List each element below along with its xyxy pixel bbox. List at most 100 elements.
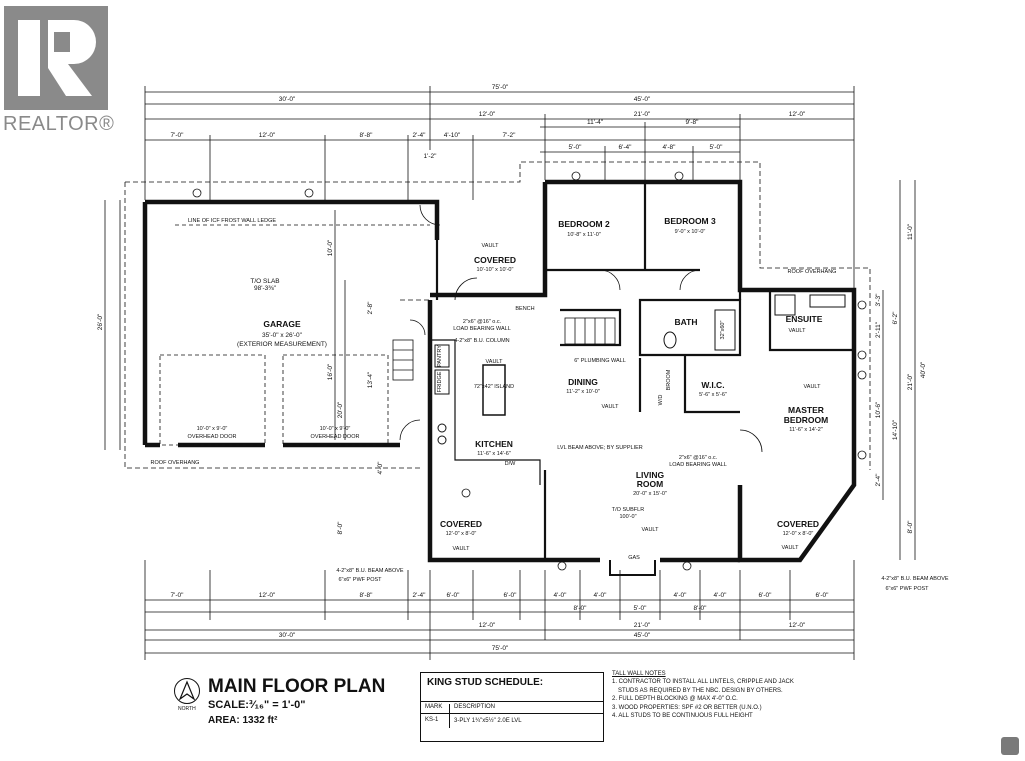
schedule-row-mark: KS-1 xyxy=(425,717,439,723)
plan-area: AREA: 1332 ft² xyxy=(208,715,278,726)
dim-r100: 10'-6" xyxy=(875,401,882,418)
room-bath: BATH xyxy=(675,317,698,327)
dim-r211: 2'-11" xyxy=(875,321,882,338)
notes-title: TALL WALL NOTES xyxy=(612,671,666,677)
room-wic: W.I.C. xyxy=(701,380,724,390)
north-arrow-icon xyxy=(174,678,200,704)
room-living-size: 20'-0" x 15'-0" xyxy=(633,491,667,497)
room-kitchen-size: 11'-6" x 14'-6" xyxy=(477,451,510,457)
slab-label: T/O SLAB xyxy=(250,278,279,285)
notes-line: 4. ALL STUDS TO BE CONTINUOUS FULL HEIGH… xyxy=(612,713,753,720)
dim-bot-30: 30'-0" xyxy=(279,632,296,639)
vault-covered-1: VAULT xyxy=(482,243,500,249)
dim-r110: 11'-0" xyxy=(907,223,914,240)
schedule-row: KS-1 3-PLY 1¾"x5½" 2.0E LVL xyxy=(421,713,603,728)
north-label: NORTH xyxy=(178,706,196,712)
dim-top-30: 30'-0" xyxy=(279,96,296,103)
plan-scale: SCALE:³⁄₁₆" = 1'-0" xyxy=(208,699,306,711)
schedule-header-desc: DESCRIPTION xyxy=(449,704,495,714)
dim-r210: 21'-0" xyxy=(907,373,914,390)
dw-label: D/W xyxy=(505,461,517,467)
dim-l26: 26'-0" xyxy=(97,313,104,330)
dim-b80a: 8'-0" xyxy=(574,605,588,612)
room-covered-2: COVERED xyxy=(440,519,482,529)
room-covered-3: COVERED xyxy=(777,519,819,529)
icf-note: LINE OF ICF FROST WALL LEDGE xyxy=(188,218,276,224)
overhead-door-2-label: OVERHEAD DOOR xyxy=(311,434,360,440)
dim-top-45: 45'-0" xyxy=(634,96,651,103)
dim-b60a: 6'-0" xyxy=(447,592,461,599)
dim-b88: 8'-8" xyxy=(360,592,374,599)
dim-b80b: 8'-0" xyxy=(694,605,708,612)
shower-size: 32"x60" xyxy=(720,321,726,340)
room-covered-1-size: 10'-10" x 10'-0" xyxy=(477,267,514,273)
dim-top-21: 21'-0" xyxy=(634,111,651,118)
schedule-header-mark: MARK xyxy=(425,704,443,710)
room-dining-size: 11'-2" x 10'-0" xyxy=(566,389,599,395)
dim-b7: 7'-0" xyxy=(171,592,185,599)
dim-top-12a: 12'-0" xyxy=(479,111,496,118)
dim-r400: 40'-0" xyxy=(920,361,927,378)
vault-covered-2: VAULT xyxy=(453,546,471,552)
dim-t50b: 5'-0" xyxy=(710,144,724,151)
vault-master: VAULT xyxy=(804,384,822,390)
lvl-beam-label: LVL BEAM ABOVE; BY SUPPLIER xyxy=(557,445,643,451)
wd-label: W/D xyxy=(658,395,664,406)
dim-bot-total: 75'-0" xyxy=(492,645,509,652)
dim-l200: 20'-0" xyxy=(337,401,344,418)
dim-top-total: 75'-0" xyxy=(492,84,509,91)
room-kitchen: KITCHEN xyxy=(475,439,513,449)
room-ensuite: ENSUITE xyxy=(786,314,823,324)
realtor-logo-text: REALTOR® xyxy=(3,113,115,135)
dim-t50a: 5'-0" xyxy=(569,144,583,151)
dim-b50: 5'-0" xyxy=(634,605,648,612)
plumbing-wall-label: 6" PLUMBING WALL xyxy=(574,358,626,364)
dim-b40d: 4'-0" xyxy=(714,592,728,599)
room-master-size: 11'-6" x 14'-2" xyxy=(789,427,822,433)
schedule-title: KING STUD SCHEDULE: xyxy=(427,677,544,688)
island-label: 72"x42" ISLAND xyxy=(474,384,514,390)
room-master-line-1: MASTER xyxy=(788,405,824,415)
dim-l28: 2'-8" xyxy=(367,301,374,315)
dim-r33: 3'-3" xyxy=(875,293,882,307)
dim-b60c: 6'-0" xyxy=(759,592,773,599)
broom-label: BROOM xyxy=(666,369,672,390)
dim-b40b: 4'-0" xyxy=(594,592,608,599)
beam-right: 4-2"x8" B.U. BEAM ABOVE xyxy=(881,576,949,582)
subfloor-label: T/O SUBFLR xyxy=(612,507,644,513)
room-wic-size: 5'-6" x 5'-6" xyxy=(699,392,727,398)
schedule-row-desc: 3-PLY 1¾"x5½" 2.0E LVL xyxy=(449,714,522,728)
post-left: 6"x6" PWF POST xyxy=(338,577,382,583)
dim-t12small: 1'-2" xyxy=(424,153,438,160)
room-covered-1: COVERED xyxy=(474,255,516,265)
room-living-line-1: LIVING xyxy=(636,470,665,480)
dim-r80: 8'-0" xyxy=(907,520,914,534)
vault-living: VAULT xyxy=(642,527,660,533)
dim-l100: 10'-0" xyxy=(327,239,334,256)
dim-b40c: 4'-0" xyxy=(674,592,688,599)
dim-t12: 12'-0" xyxy=(259,132,276,139)
roof-overhang-left: ROOF OVERHANG xyxy=(151,460,200,466)
vault-ensuite: VAULT xyxy=(789,328,807,334)
dim-t24: 2'-4" xyxy=(413,132,427,139)
dim-l134: 13'-4" xyxy=(367,371,374,388)
dim-t48: 4'-8" xyxy=(663,144,677,151)
dim-t64: 6'-4" xyxy=(619,144,633,151)
load-bearing-2: 2"x6" @16" o.c. xyxy=(679,455,718,461)
dim-top-12b: 12'-0" xyxy=(789,111,806,118)
dim-t72: 7'-2" xyxy=(503,132,517,139)
room-living-line-2: ROOM xyxy=(637,479,663,489)
tall-wall-notes: TALL WALL NOTES 1. CONTRACTOR TO INSTALL… xyxy=(612,670,812,720)
notes-line: 1. CONTRACTOR TO INSTALL ALL LINTELS, CR… xyxy=(612,679,794,686)
vault-dining: VAULT xyxy=(602,404,620,410)
room-dining: DINING xyxy=(568,377,598,387)
gas-label: GAS xyxy=(628,555,640,561)
load-bearing-1b: LOAD BEARING WALL xyxy=(453,326,511,332)
dim-r24: 2'-4" xyxy=(875,473,882,487)
room-master-line-2: BEDROOM xyxy=(784,415,828,425)
dim-t114: 11'-4" xyxy=(587,119,604,126)
dim-l160: 16'-0" xyxy=(327,363,334,380)
subfloor-value: 100'-0" xyxy=(619,514,636,520)
room-covered-3-size: 12'-0" x 8'-0" xyxy=(783,531,814,537)
